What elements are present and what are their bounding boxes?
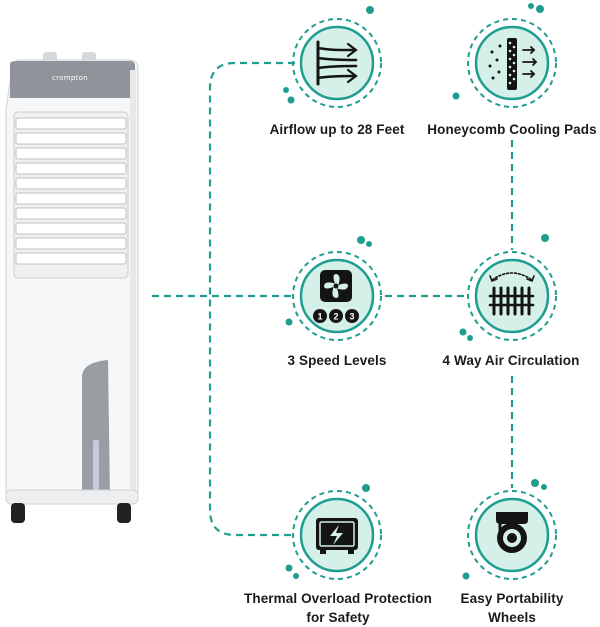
air-circulation-icon xyxy=(488,272,535,316)
fan-speed-icon: 1 2 3 xyxy=(313,270,359,323)
feature-circulation xyxy=(459,234,557,341)
feature-label-honeycomb: Honeycomb Cooling Pads xyxy=(427,122,597,137)
air-cooler-product xyxy=(5,52,139,523)
speed-digit-2: 2 xyxy=(333,312,338,322)
caster-wheels xyxy=(11,503,131,523)
honeycomb-pad-icon xyxy=(488,38,538,90)
speed-digit-1: 1 xyxy=(317,312,322,322)
water-level-indicator xyxy=(93,440,99,490)
brand-label: crompton xyxy=(52,74,88,82)
feature-label-circulation: 4 Way Air Circulation xyxy=(442,353,580,368)
feature-airflow xyxy=(283,6,382,108)
control-panel xyxy=(10,61,135,98)
feature-label-portability: Easy Portability Wheels xyxy=(460,591,564,625)
speed-digit-3: 3 xyxy=(349,312,354,322)
water-tank-panel xyxy=(82,360,110,498)
feature-label-speed: 3 Speed Levels xyxy=(287,353,387,368)
feature-speed: 1 2 3 xyxy=(285,236,382,341)
feature-label-thermal: Thermal Overload Protection for Safety xyxy=(244,591,432,625)
feature-portability xyxy=(462,479,557,580)
feature-honeycomb xyxy=(452,3,557,108)
caster-wheel-icon xyxy=(496,512,528,553)
feature-thermal xyxy=(285,484,382,580)
air-louvers xyxy=(15,117,127,265)
connector-lines xyxy=(152,61,514,537)
airflow-icon xyxy=(316,40,358,86)
feature-label-airflow: Airflow up to 28 Feet xyxy=(269,122,405,137)
thermal-protection-icon xyxy=(316,518,358,554)
